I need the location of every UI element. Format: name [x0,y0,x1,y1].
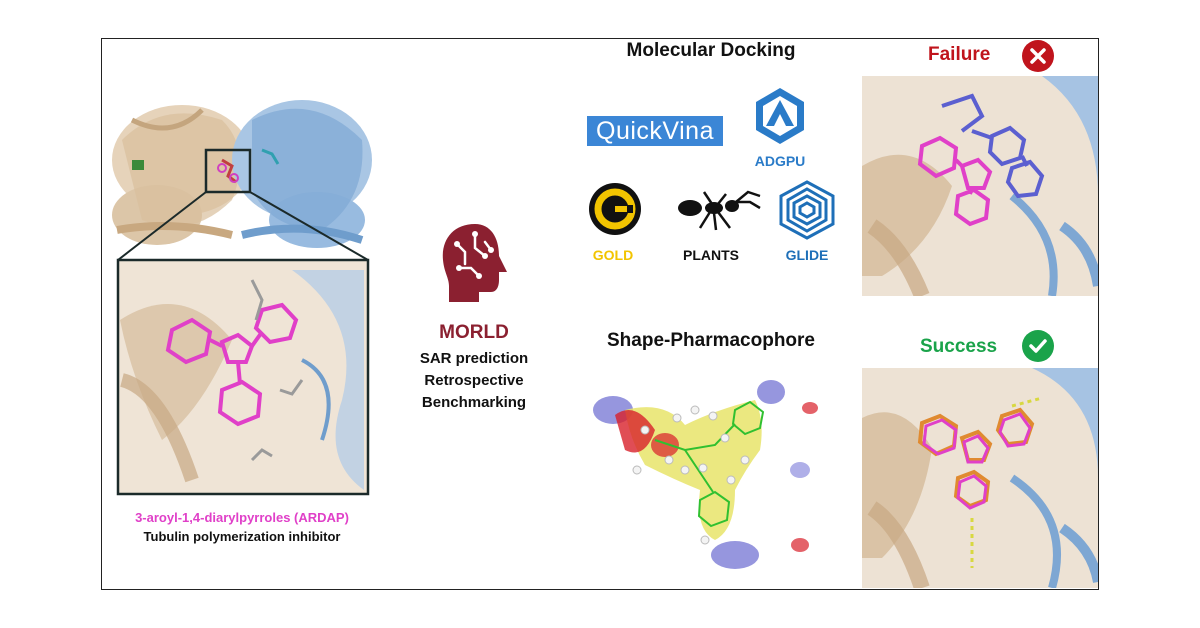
failure-label: Failure [928,44,991,65]
compound-description: Tubulin polymerization inhibitor [143,529,341,544]
adgpu-icon [756,88,804,144]
compound-name: 3-aroyl-1,4-diarylpyrroles (ARDAP) [135,510,349,525]
adgpu-label: ADGPU [754,153,806,169]
zoom-line-left [117,191,207,261]
quickvina-logo: QuickVina [587,116,723,146]
gold-label: GOLD [592,247,634,263]
zoom-box [204,148,252,194]
morld-line-3: Benchmarking [421,394,527,411]
plants-ant-icon [678,190,761,231]
success-check-icon [1022,330,1054,362]
success-pose-image [862,368,1098,588]
quickvina-label: QuickVina [596,117,714,145]
ai-brain-head-icon [442,224,507,302]
zoomed-pocket-inset [116,258,370,496]
protein-chain-tan [112,105,252,245]
bound-ligands [132,148,280,184]
docking-title: Molecular Docking [626,40,796,61]
failure-pose-image [862,76,1098,296]
morld-title: MORLD [439,322,509,343]
gold-icon [589,183,641,235]
plants-label: PLANTS [683,247,739,263]
success-label: Success [920,336,998,357]
pocket-ligand [217,163,239,183]
protein-chain-blue [232,100,372,248]
failure-x-icon [1022,40,1054,72]
glide-icon [779,180,835,240]
glide-label: GLIDE [785,247,829,263]
ardap-ligand [165,302,299,427]
pharmacophore-title: Shape-Pharmacophore [607,330,815,351]
morld-line-2: Retrospective [424,372,524,389]
zoom-line-right [249,191,369,261]
morld-line-1: SAR prediction [419,350,529,367]
pharmacophore-model [593,380,818,569]
protein-structure-panel [112,100,372,496]
